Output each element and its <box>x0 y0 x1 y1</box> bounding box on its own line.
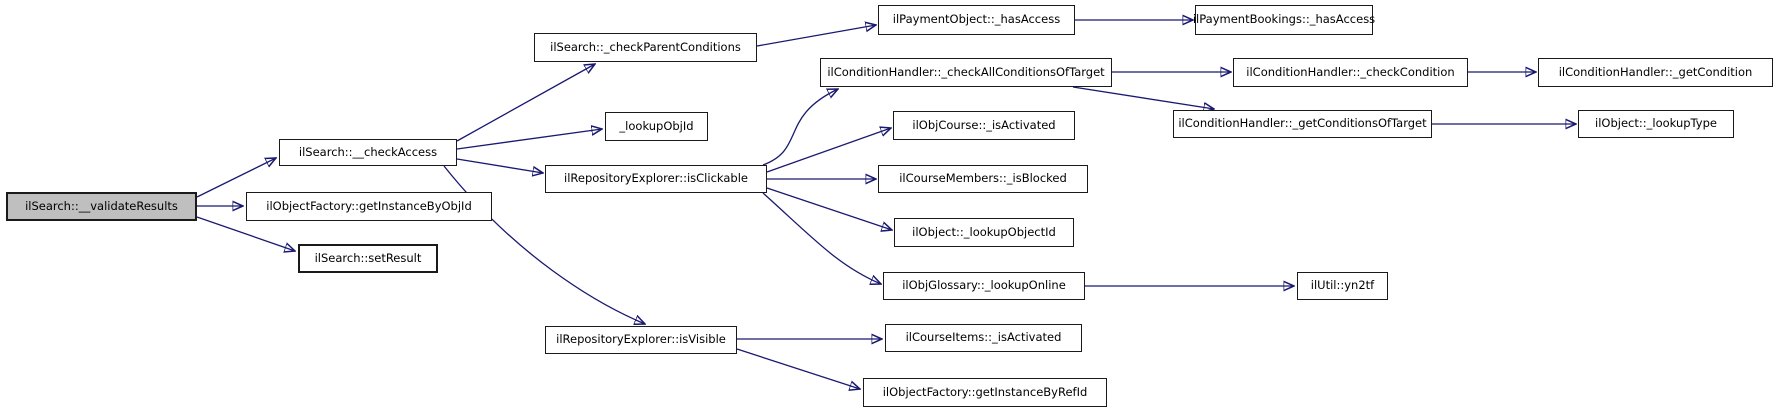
edge-is-visible-to-get-instance-by-ref-id <box>736 348 860 389</box>
node-ilconditionhandler-check-condition[interactable]: ilConditionHandler::_checkCondition <box>1233 58 1468 87</box>
edge-is-clickable-to-obj-course-is-activated <box>766 128 891 173</box>
node-ilpaymentbookings-has-access[interactable]: ilPaymentBookings::_hasAccess <box>1193 5 1375 35</box>
edge-check-access-to-check-parent-conditions <box>456 64 595 142</box>
node-ilrepositoryexplorer-is-visible[interactable]: ilRepositoryExplorer::isVisible <box>545 326 737 354</box>
node-ilobjcourse-is-activated[interactable]: ilObjCourse::_isActivated <box>893 111 1075 140</box>
edge-validate-results-to-set-result <box>196 216 295 251</box>
edge-check-access-to-lookup-obj-id <box>456 129 602 150</box>
node-ilcoursemembers-is-blocked[interactable]: ilCourseMembers::_isBlocked <box>878 165 1088 193</box>
node-ilobject-lookup-type[interactable]: ilObject::_lookupType <box>1578 110 1734 138</box>
node-ilcourseitems-is-activated[interactable]: ilCourseItems::_isActivated <box>885 324 1082 352</box>
edge-is-clickable-to-lookup-online <box>762 192 881 284</box>
edge-check-all-conditions-of-target-to-get-conditions-of-target <box>1072 86 1214 109</box>
edge-is-clickable-to-check-all-conditions-of-target <box>762 89 838 166</box>
node-ilconditionhandler-check-all-conditions-of-target[interactable]: ilConditionHandler::_checkAllConditionsO… <box>820 58 1112 87</box>
node-ilsearch-validate-results: ilSearch::__validateResults <box>6 192 197 221</box>
edge-is-clickable-to-lookup-object-id <box>766 187 892 230</box>
node-ilpaymentobject-has-access[interactable]: ilPaymentObject::_hasAccess <box>878 5 1075 35</box>
edge-validate-results-to-check-access <box>196 158 276 198</box>
node-ilsearch-set-result[interactable]: ilSearch::setResult <box>298 244 438 273</box>
node-ilutil-yn2tf[interactable]: ilUtil::yn2tf <box>1297 272 1388 300</box>
node-lookup-obj-id[interactable]: _lookupObjId <box>605 112 708 141</box>
node-ilconditionhandler-get-condition[interactable]: ilConditionHandler::_getCondition <box>1538 58 1773 87</box>
node-ilrepositoryexplorer-is-clickable[interactable]: ilRepositoryExplorer::isClickable <box>545 165 767 193</box>
node-ilobject-lookup-object-id[interactable]: ilObject::_lookupObjectId <box>894 218 1074 247</box>
node-ilsearch-check-parent-conditions[interactable]: ilSearch::_checkParentConditions <box>534 33 757 62</box>
node-ilsearch-check-access[interactable]: ilSearch::__checkAccess <box>279 139 457 166</box>
node-ilobjectfactory-get-instance-by-obj-id[interactable]: ilObjectFactory::getInstanceByObjId <box>246 192 492 221</box>
node-ilobjectfactory-get-instance-by-ref-id[interactable]: ilObjectFactory::getInstanceByRefId <box>863 378 1107 407</box>
edge-check-access-to-is-clickable <box>456 158 543 173</box>
edge-check-parent-conditions-to-payment-object-has-access <box>756 25 876 47</box>
node-ilobjglossary-lookup-online[interactable]: ilObjGlossary::_lookupOnline <box>883 272 1085 300</box>
node-ilconditionhandler-get-conditions-of-target[interactable]: ilConditionHandler::_getConditionsOfTarg… <box>1173 110 1432 138</box>
